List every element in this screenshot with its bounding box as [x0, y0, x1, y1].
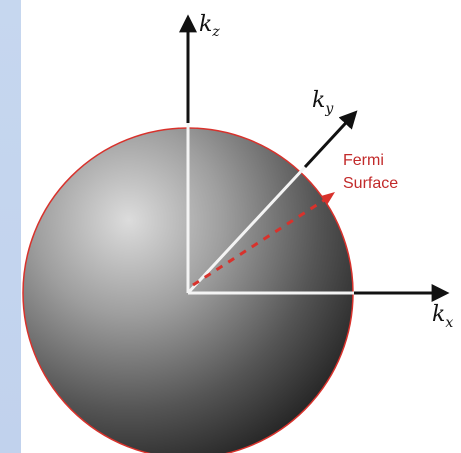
ky-label-base: k	[312, 88, 325, 113]
fermi-sphere-diagram: kz ky kx Fermi Surface	[22, 12, 453, 453]
ky-label-sub: y	[324, 101, 334, 117]
fermi-label-line2: Surface	[343, 175, 398, 192]
kz-label: kz	[199, 12, 220, 40]
kz-label-sub: z	[211, 24, 220, 40]
kx-label: kx	[432, 302, 453, 331]
ky-axis-arrow	[303, 110, 358, 169]
ky-label: ky	[312, 88, 334, 117]
fermi-surface-label: Fermi Surface	[343, 152, 398, 192]
ky-inner-line	[186, 165, 307, 295]
kz-label-base: k	[199, 12, 212, 37]
fermi-label-line1: Fermi	[343, 152, 384, 169]
kx-label-sub: x	[445, 315, 453, 331]
fermi-radius-arrowhead	[321, 192, 335, 205]
kx-label-base: k	[432, 302, 445, 327]
figure-panel: kz ky kx Fermi Surface	[21, 0, 461, 453]
